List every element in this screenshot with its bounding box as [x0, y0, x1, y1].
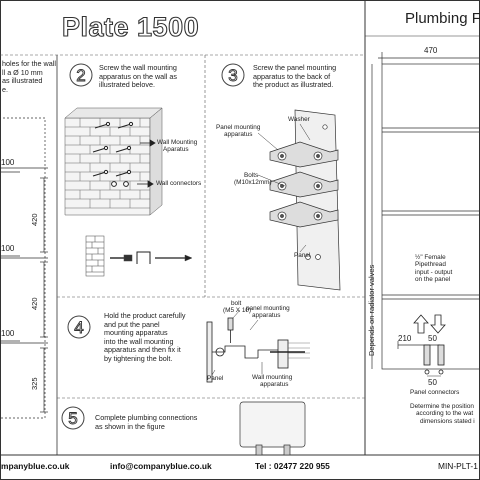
label-line: apparatus: [260, 381, 289, 389]
step2-instructions: Screw the wall mounting apparatus on the…: [99, 63, 177, 90]
step3-leader-lines: [257, 123, 311, 253]
footer-email: info@companyblue.co.uk: [110, 461, 212, 471]
plumbing-panel-outline: [371, 52, 480, 370]
panel-connectors-drawing: [423, 344, 445, 377]
step4-line: apparatus and then fix it: [104, 345, 181, 355]
footer-code: MIN-PLT-1: [438, 461, 478, 471]
dim-470: 470: [424, 46, 438, 55]
dim-label: 420: [30, 213, 39, 226]
wall-screws: [92, 121, 134, 187]
label-line: panel mounting: [246, 305, 290, 312]
note-line: Determine the position: [410, 403, 474, 410]
note-line: Pipethread: [415, 261, 446, 269]
label-line: Wall mounting: [252, 374, 293, 381]
step3-line: the product as illustrated.: [253, 80, 334, 90]
step4-leader-lines: [211, 309, 263, 376]
label-line: apparatus: [252, 312, 281, 320]
label-panel-mounting: Panel mounting apparatus: [216, 124, 260, 139]
step1-line: e.: [2, 84, 8, 94]
step3-line: apparatus to the back of: [253, 71, 331, 81]
step2-number: 2: [76, 66, 85, 85]
dim-label: 325: [30, 377, 39, 390]
label-panel-4: Panel: [207, 375, 224, 382]
dim-label: 100: [1, 158, 15, 167]
label-bolt: bolt (M5 X 10): [223, 300, 251, 315]
label-panel: Panel: [294, 252, 311, 259]
dim-50: 50: [428, 334, 437, 343]
step3-line: Screw the panel mounting: [253, 63, 337, 72]
step4-line: and put the panel: [104, 319, 160, 329]
step1-instructions: holes for the wall ll a Ø 10 mm as illus…: [2, 59, 56, 94]
step5-instructions: Complete plumbing connections as shown i…: [95, 413, 198, 431]
label-line: (M5 X 10): [223, 307, 252, 315]
label-line: Bolts: [244, 172, 259, 179]
label-line: Panel mounting: [216, 124, 261, 131]
step1-line: as illustrated: [2, 76, 43, 86]
side-label: Depends on radiator valves: [367, 264, 376, 356]
step5-number: 5: [68, 409, 77, 428]
panel-small-drawing: [239, 401, 306, 456]
label-line: Wall Mounting: [157, 139, 198, 146]
step2-number-badge: 2: [69, 63, 93, 87]
dim-label: 420: [30, 297, 39, 310]
assembly-detail: [206, 317, 310, 383]
label-wall-mount: Wall Mounting Aparatus: [157, 139, 197, 154]
label-line: apparatus: [224, 131, 253, 139]
note-line: ½" Female: [415, 254, 446, 261]
panel-connectors-label: Panel connectors: [410, 389, 460, 396]
label-washer: Washer: [288, 116, 310, 123]
step4-instructions: Hold the product carefully and put the p…: [104, 311, 186, 364]
step1-line: ll a Ø 10 mm: [2, 67, 43, 77]
small-wall-detail: [85, 235, 193, 277]
label-wall-connectors: Wall connectors: [156, 180, 202, 187]
brick-wall: [64, 107, 163, 216]
label-line: bolt: [231, 300, 242, 307]
dim-50-bottom: 50: [428, 378, 437, 387]
dim-label: 100: [1, 244, 15, 253]
note-line: on the panel: [415, 276, 451, 284]
step3-number: 3: [228, 66, 237, 85]
dim-210: 210: [398, 334, 412, 343]
plumbing-title: Plumbing Fi: [405, 10, 480, 27]
flow-arrows: [413, 314, 446, 334]
note-line: according to the wat: [416, 410, 474, 418]
step2-arrows: [137, 139, 156, 188]
step4-number: 4: [74, 318, 83, 337]
label-wall-mounting-4: Wall mounting apparatus: [252, 374, 292, 389]
footer-website: mpanyblue.co.uk: [1, 461, 70, 471]
step2-line: Screw the wall mounting: [99, 63, 177, 72]
step4-line: Hold the product carefully: [104, 311, 186, 320]
page-title: Plate 1500: [61, 11, 200, 42]
label-panel-mounting-4: panel mounting apparatus: [246, 305, 290, 320]
step3-number-badge: 3: [221, 63, 245, 87]
step4-line: into the wall mounting: [104, 336, 174, 346]
label-line: (M10x12mm): [234, 179, 272, 187]
step2-line: illustrated belove.: [99, 80, 155, 90]
step1-wall-diagram: [0, 117, 48, 419]
step5-line: Complete plumbing connections: [95, 413, 198, 422]
label-bolts: Bolts (M10x12mm): [234, 172, 272, 187]
footer-phone: Tel : 02477 220 955: [255, 461, 330, 471]
step3-instructions: Screw the panel mounting apparatus to th…: [253, 63, 337, 90]
panel-back-diagram: [269, 109, 341, 291]
step5-number-badge: 5: [61, 406, 85, 430]
step4-line: mounting apparatus: [104, 328, 168, 338]
step2-line: apparatus on the wall as: [99, 71, 177, 81]
note-line: input - output: [415, 268, 453, 276]
step5-line: as shown in the figure: [95, 421, 165, 431]
pipethread-note: ½" Female Pipethread input - output on t…: [415, 254, 452, 284]
step4-number-badge: 4: [67, 315, 91, 339]
step1-line: holes for the wall: [2, 59, 56, 68]
dim-label: 100: [1, 329, 15, 338]
label-line: Aparatus: [163, 146, 189, 154]
position-note: Determine the position according to the …: [410, 403, 475, 425]
note-line: dimensions stated i: [420, 417, 475, 425]
step4-line: by tightening the bolt.: [104, 353, 173, 363]
